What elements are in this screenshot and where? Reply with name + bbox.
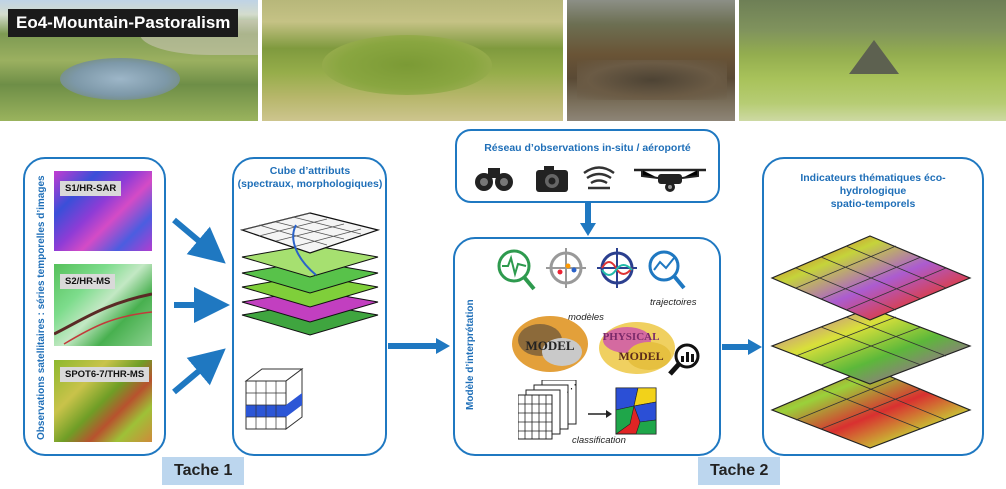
model-wordcloud-left: MODEL [512,316,588,372]
arrow-to-model [388,338,450,354]
arrow-to-indicators [722,339,762,355]
arrows-to-cube [172,217,230,395]
svg-text:⋰: ⋰ [566,383,577,395]
wave-target-icon [597,248,637,288]
modeles-label: modèles [568,312,604,323]
photo-alpine-meadow [739,0,1006,121]
binoculars-icon [475,168,513,191]
wordcloud-right-model: MODEL [618,349,663,363]
project-title: Eo4-Mountain-Pastoralism [8,9,239,37]
voxel-cube-icon [244,368,304,430]
search-chart-icon [668,343,700,376]
model-wordcloud-right: PHYSICAL MODEL [599,322,675,374]
satellite-observations-title: Observations satellitaires : séries temp… [36,175,47,440]
wordcloud-right-physical: PHYSICAL [603,331,660,343]
insitu-icons [475,166,706,192]
wordcloud-left-text: MODEL [525,338,574,353]
s2-river-trace [54,292,152,345]
s2-ms-label: S2/HR-MS [60,274,116,289]
photo-wetland-basin [262,0,563,121]
sensor-icon [583,166,615,190]
camera-icon [536,166,568,192]
spot-ms-label: SPOT6-7/THR-MS [60,367,150,382]
classification-label: classification [572,435,626,446]
cube-title: Cube d’attributs (spectraux, morphologiq… [237,165,383,190]
magnifier-trend-icon [648,250,686,290]
analysis-icons [497,248,686,291]
crosshair-icon [546,248,586,288]
s1-sar-label: S1/HR-SAR [60,181,122,196]
trajectoires-label: trajectoires [650,297,697,308]
classification-graphic: ⋰ [518,380,657,440]
arrow-down-to-model [580,203,596,236]
model-title: Modèle d’interprétation [465,299,476,410]
magnifier-signal-icon [497,249,536,291]
insitu-network-panel [455,129,720,203]
photo-peat-bog [567,0,735,121]
drone-icon [634,168,706,192]
attribute-cube-layers [239,212,381,336]
tache-2-label: Tache 2 [698,457,781,485]
tache-1-label: Tache 1 [162,457,245,485]
indicator-map-stack [770,235,972,449]
insitu-title: Réseau d’observations in-situ / aéroport… [484,142,691,154]
indicators-title: Indicateurs thématiques éco- hydrologiqu… [800,172,946,210]
